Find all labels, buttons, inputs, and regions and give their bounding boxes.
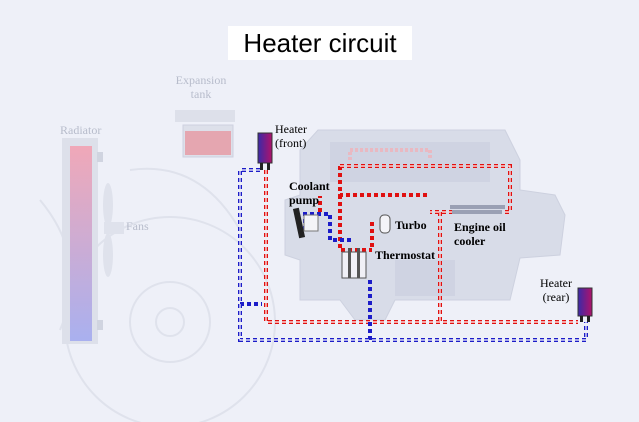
radiator: [62, 138, 103, 344]
heater-front-core: [257, 132, 273, 170]
turbo: [379, 214, 391, 234]
fans-label: Fans: [126, 219, 149, 233]
engine-oil-cooler-label: Engine oil cooler: [454, 220, 506, 248]
coolant-pump-label: Coolant pump: [289, 179, 330, 207]
heater-front-label: Heater (front): [275, 122, 307, 150]
turbo-label: Turbo: [395, 218, 427, 232]
radiator-label: Radiator: [60, 123, 102, 137]
thermostat: [341, 248, 367, 279]
fans: [103, 183, 124, 277]
inactive-pipes: [348, 148, 432, 160]
diagram-title: Heater circuit: [228, 26, 412, 60]
heater-rear-core: [577, 287, 593, 322]
engine-oil-cooler: [450, 205, 505, 214]
coolant-pump: [292, 207, 319, 239]
expansion-tank-label: Expansion tank: [175, 73, 227, 101]
thermostat-label: Thermostat: [375, 248, 435, 262]
heater-rear-label: Heater (rear): [540, 276, 572, 304]
expansion-tank: [175, 110, 235, 158]
cold-pipe-highlight: [239, 169, 587, 341]
